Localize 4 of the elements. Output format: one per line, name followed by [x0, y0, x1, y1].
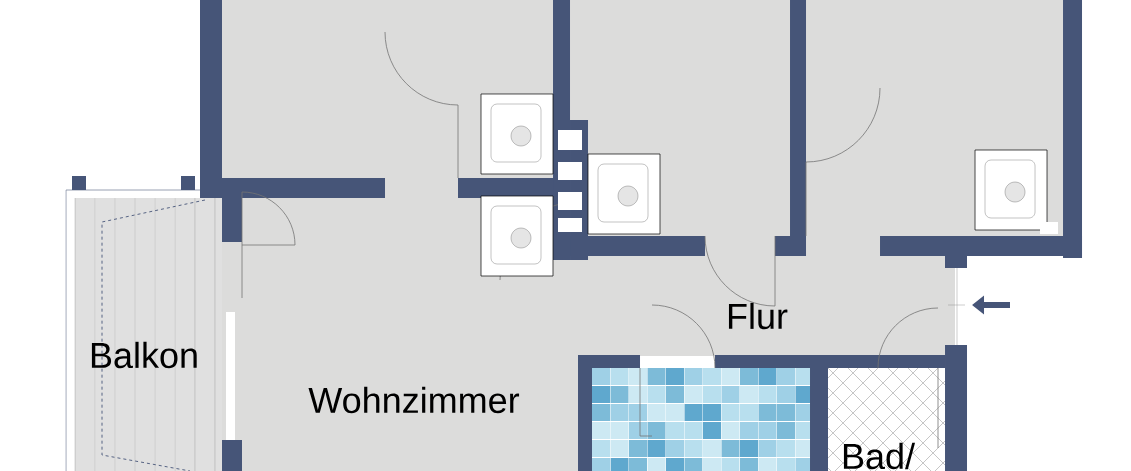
room-label: Bad/ [843, 442, 916, 470]
room-label: Balkon [91, 341, 197, 369]
room-label: Wohnzimmer [308, 386, 520, 414]
room-label: Flur [728, 302, 788, 330]
